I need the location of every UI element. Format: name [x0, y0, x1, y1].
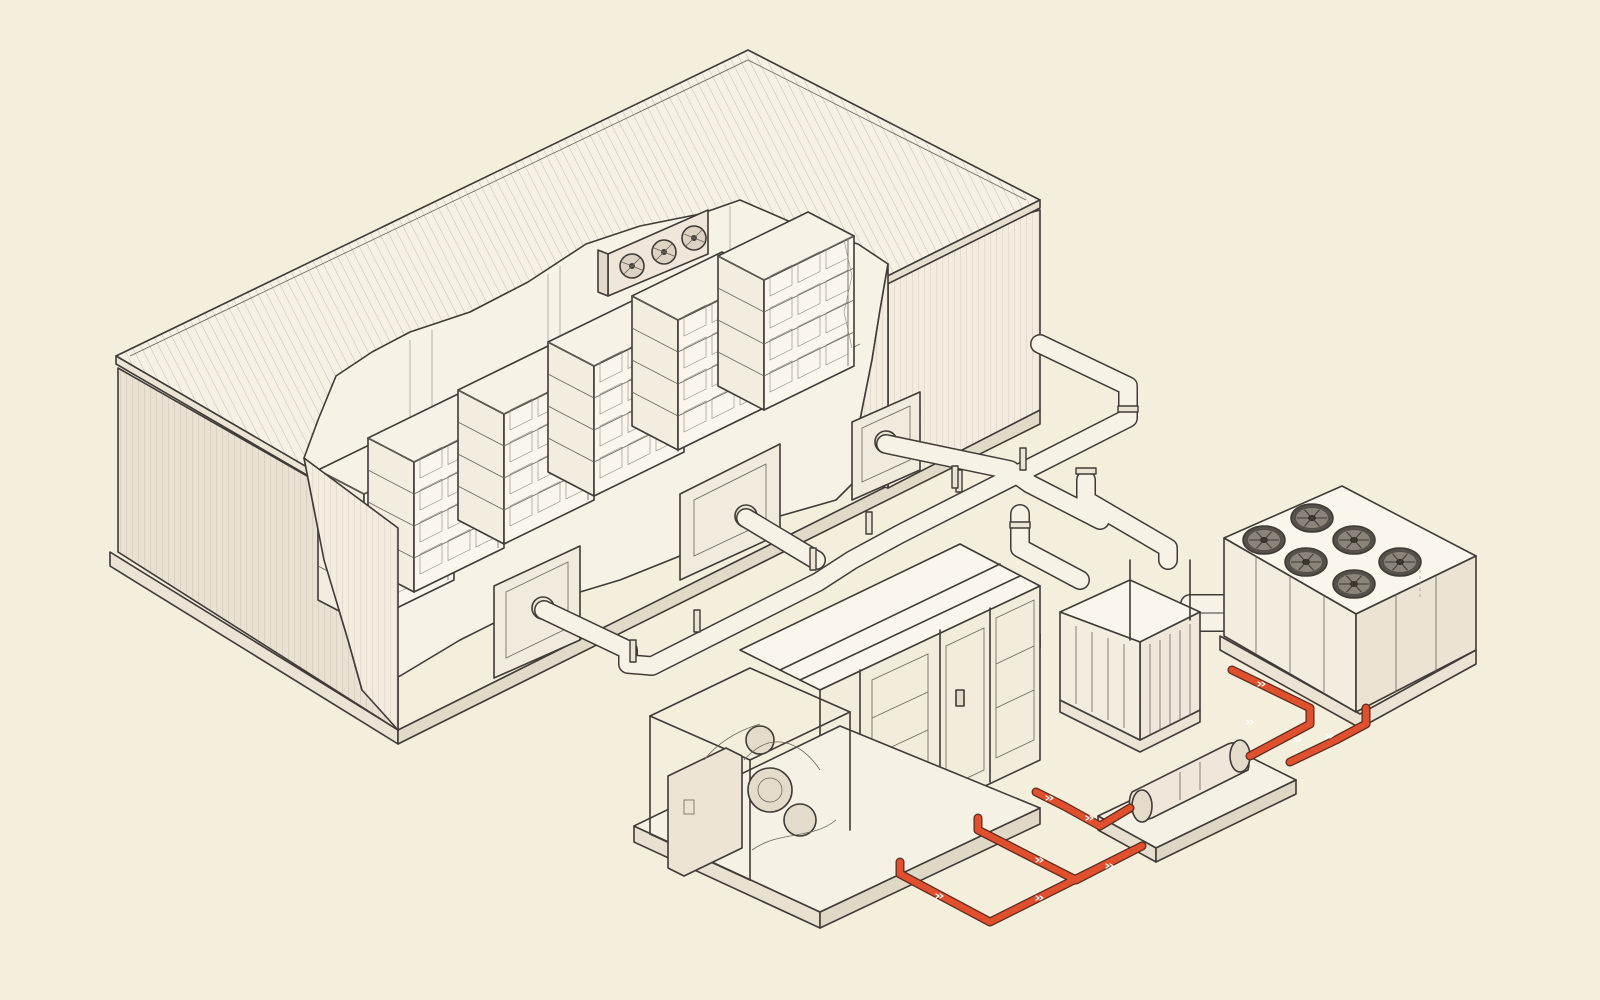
heat-exchanger — [1059, 559, 1201, 753]
flow-arrow-icon — [1257, 681, 1266, 687]
fan-icon — [1284, 547, 1328, 577]
generator-engine — [667, 723, 837, 877]
fan-icon — [1332, 569, 1376, 599]
fan-icon — [1242, 525, 1286, 555]
wall-fan-unit — [597, 209, 709, 297]
condenser-fans — [1242, 503, 1422, 599]
fan-icon — [1378, 547, 1422, 577]
flow-arrow-icon — [1085, 815, 1094, 821]
flow-arrow-icon — [935, 893, 944, 899]
dry-cooler-condenser — [1219, 485, 1477, 729]
fan-icon — [619, 253, 645, 279]
fan-icon — [1290, 503, 1334, 533]
flow-arrow-icon — [1245, 719, 1254, 725]
warehouse-building — [109, 49, 1041, 745]
fan-icon — [681, 225, 707, 251]
flow-arrow-icon — [1035, 895, 1044, 901]
pump-skid — [1097, 739, 1297, 863]
flow-arrow-icon — [1325, 733, 1334, 739]
flow-arrow-icon — [1045, 795, 1054, 801]
fan-icon — [1332, 525, 1376, 555]
cooling-pipe-network — [534, 334, 1240, 676]
storage-rack — [717, 211, 855, 411]
flow-arrow-icon — [1105, 863, 1114, 869]
pump-motor — [1128, 739, 1251, 823]
cabinet-door — [995, 599, 1035, 759]
fan-icon — [651, 239, 677, 265]
flow-arrow-icon — [1293, 737, 1302, 743]
flow-arrow-icon — [1035, 857, 1044, 863]
flow-arrows — [935, 681, 1334, 901]
hot-water-pipes — [895, 665, 1371, 927]
cabinet-door — [945, 627, 985, 789]
